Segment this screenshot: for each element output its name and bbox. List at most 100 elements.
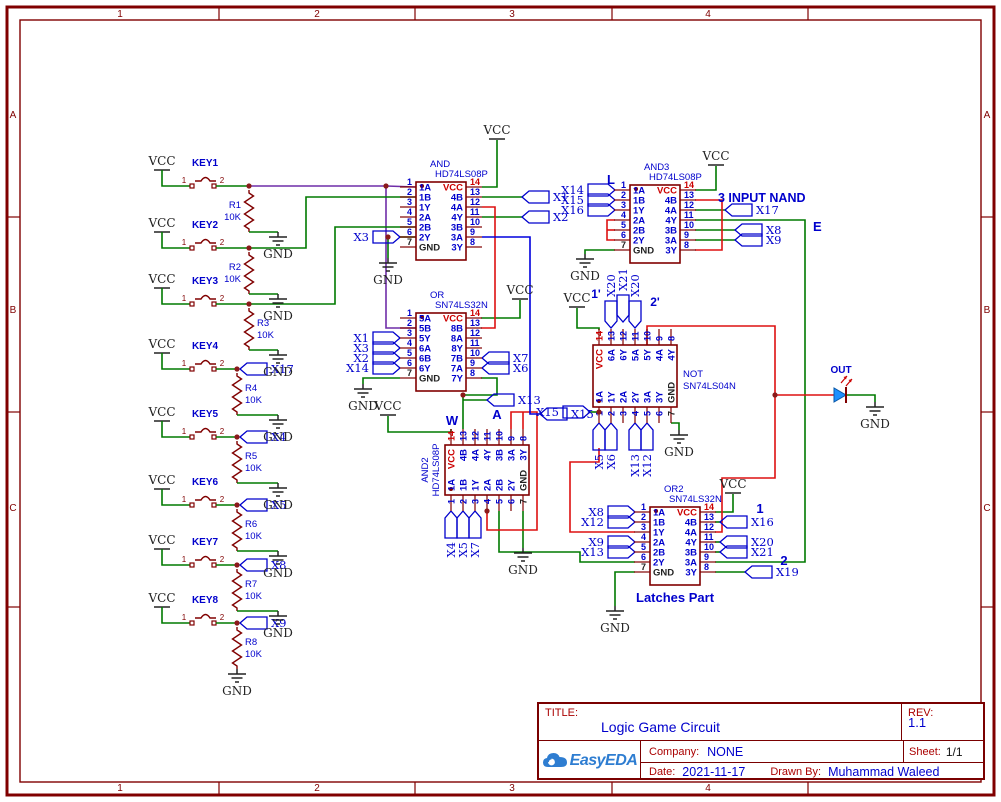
wire[interactable] [249, 196, 416, 249]
resistor-R3[interactable] [243, 308, 255, 350]
wire[interactable] [161, 232, 190, 249]
chip-part-NOT[interactable]: SN74LS04N [683, 381, 736, 392]
net-flag-X16[interactable] [719, 515, 748, 529]
resistor-ref-R8[interactable]: R8 [245, 637, 257, 648]
key-label-KEY6[interactable]: KEY6 [192, 477, 219, 488]
net-flag-X9[interactable] [239, 616, 268, 630]
net-flag-label-X6[interactable]: X6 [604, 454, 618, 470]
key-switch-KEY1[interactable] [211, 183, 217, 189]
net-flag-X6[interactable] [481, 361, 510, 375]
net-flag-X4[interactable] [239, 430, 268, 444]
wire[interactable] [482, 140, 498, 188]
resistor-ref-R2[interactable]: R2 [229, 262, 241, 273]
wire[interactable] [161, 489, 190, 506]
net-flag-label-X13[interactable]: X13 [628, 454, 642, 477]
wire[interactable] [161, 549, 190, 566]
net-flag-X21[interactable] [719, 545, 748, 559]
resistor-value-R6[interactable]: 10K [245, 531, 263, 542]
key-switch-actuator-KEY6[interactable] [195, 495, 216, 501]
wire[interactable] [715, 494, 734, 513]
resistor-ref-R7[interactable]: R7 [245, 579, 257, 590]
net-flag-label-X4[interactable]: X4 [444, 542, 458, 558]
wire[interactable] [161, 170, 190, 187]
chip-part-OR2[interactable]: SN74LS32N [669, 494, 722, 505]
resistor-R1[interactable] [243, 190, 255, 232]
chip-part-AND2[interactable]: HD74LS08P [431, 444, 442, 497]
net-flag-label-X17[interactable]: X17 [271, 362, 294, 376]
net-flag-label-X21[interactable]: X21 [751, 545, 774, 559]
resistor-R7[interactable] [231, 569, 243, 611]
wire[interactable] [249, 226, 416, 305]
wire[interactable] [161, 288, 190, 305]
chip-ref-AND3[interactable]: AND3 [644, 162, 669, 173]
key-label-KEY4[interactable]: KEY4 [192, 341, 219, 352]
key-switch-actuator-KEY1[interactable] [195, 176, 216, 182]
net-flag-label-X13[interactable]: X13 [518, 393, 541, 407]
net-flag-label-X20[interactable]: X20 [628, 274, 642, 297]
wire[interactable] [486, 411, 538, 531]
net-flag-X9[interactable] [734, 233, 763, 247]
resistor-R6[interactable] [231, 509, 243, 551]
resistor-value-R2[interactable]: 10K [224, 274, 242, 285]
net-flag-X19[interactable] [744, 565, 773, 579]
chip-ref-AND[interactable]: AND [430, 159, 450, 170]
key-switch-KEY6[interactable] [189, 502, 195, 508]
net-flag-label-X21[interactable]: X21 [616, 268, 630, 291]
net-flag-label-X7[interactable]: X7 [468, 542, 482, 558]
wire[interactable] [569, 448, 635, 533]
net-flag-label-X1[interactable]: X1 [353, 331, 369, 345]
resistor-R4[interactable] [231, 373, 243, 415]
net-flag-label-X14[interactable]: X14 [346, 361, 369, 375]
resistor-R8[interactable] [231, 627, 243, 669]
key-switch-actuator-KEY5[interactable] [195, 427, 216, 433]
net-flag-label-X20[interactable]: X20 [751, 535, 774, 549]
net-flag-X2[interactable] [521, 210, 550, 224]
key-switch-KEY6[interactable] [211, 502, 217, 508]
net-flag-X21[interactable] [616, 294, 630, 323]
net-flag-label-X5[interactable]: X5 [456, 542, 470, 558]
net-flag-X12[interactable] [607, 515, 636, 529]
net-flag-label-X16[interactable]: X16 [751, 515, 774, 529]
net-flag-X13[interactable] [607, 545, 636, 559]
key-switch-KEY7[interactable] [189, 562, 195, 568]
resistor-ref-R6[interactable]: R6 [245, 519, 257, 530]
wire[interactable] [462, 377, 498, 429]
net-flag-X14[interactable] [372, 361, 401, 375]
chip-OR[interactable] [415, 312, 467, 392]
net-flag-label-X19[interactable]: X19 [776, 565, 799, 579]
net-flag-X8[interactable] [239, 558, 268, 572]
wire[interactable] [646, 325, 776, 533]
resistor-ref-R3[interactable]: R3 [257, 318, 269, 329]
net-flag-label-X12[interactable]: X12 [640, 454, 654, 477]
wire[interactable] [584, 249, 615, 254]
resistor-value-R1[interactable]: 10K [224, 212, 242, 223]
key-switch-KEY3[interactable] [189, 301, 195, 307]
net-flag-X6[interactable] [604, 422, 618, 451]
net-flag-X16[interactable] [587, 203, 616, 217]
wire[interactable] [481, 300, 521, 319]
key-switch-KEY8[interactable] [189, 620, 195, 626]
net-flag-label-X9[interactable]: X9 [588, 535, 604, 549]
net-flag-label-X13[interactable]: X13 [581, 545, 604, 559]
wire[interactable] [482, 236, 540, 415]
wire[interactable] [161, 421, 190, 438]
net-flag-label-X8[interactable]: X8 [588, 505, 604, 519]
net-flag-label-X15[interactable]: X15 [536, 405, 559, 419]
chip-AND3[interactable] [629, 184, 681, 264]
key-switch-KEY3[interactable] [211, 301, 217, 307]
key-switch-KEY5[interactable] [211, 434, 217, 440]
net-flag-X20[interactable] [604, 300, 618, 329]
wire[interactable] [695, 166, 717, 191]
net-flag-X13[interactable] [486, 393, 515, 407]
resistor-ref-R5[interactable]: R5 [245, 451, 257, 462]
resistor-value-R8[interactable]: 10K [245, 649, 263, 660]
key-switch-KEY4[interactable] [211, 366, 217, 372]
key-label-KEY7[interactable]: KEY7 [192, 537, 219, 548]
key-label-KEY8[interactable]: KEY8 [192, 595, 219, 606]
net-flag-label-X8[interactable]: X8 [766, 223, 782, 237]
net-flag-X12[interactable] [640, 422, 654, 451]
key-switch-KEY5[interactable] [189, 434, 195, 440]
net-flag-label-X8[interactable]: X8 [271, 558, 287, 572]
chip-AND[interactable] [415, 181, 467, 261]
net-flag-label-X1[interactable]: X1 [553, 190, 569, 204]
